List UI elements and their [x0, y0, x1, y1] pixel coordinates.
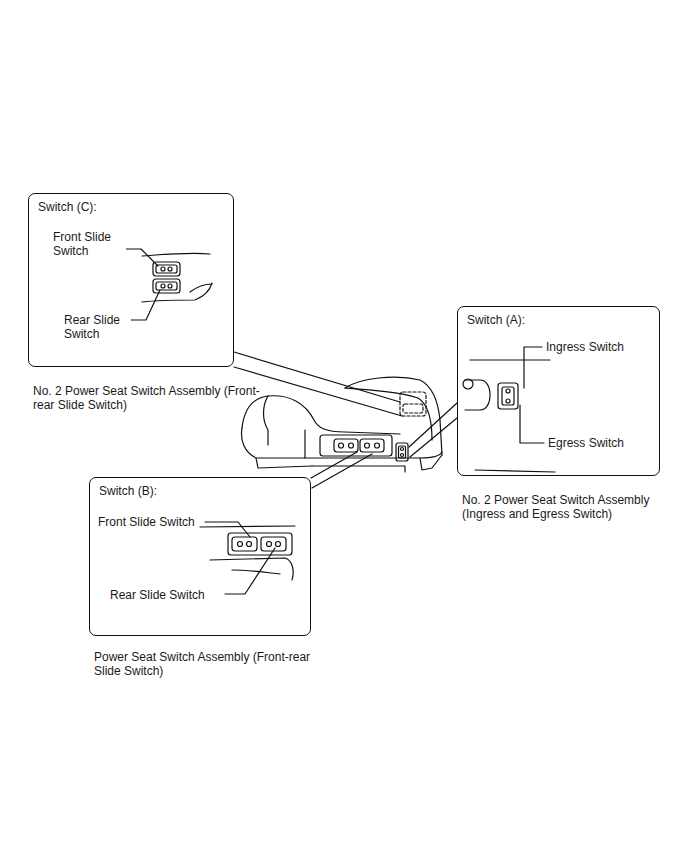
drawing-stroke	[232, 537, 257, 551]
drawing-stroke	[502, 387, 514, 405]
drawing-stroke	[232, 570, 280, 574]
drawing-stroke	[205, 522, 250, 537]
drawing-stroke	[360, 439, 384, 452]
drawing-stroke	[130, 290, 160, 320]
drawing-stroke	[498, 383, 518, 409]
drawing-stroke	[124, 249, 158, 266]
drawing-stroke	[420, 455, 442, 470]
drawing-stroke	[334, 439, 358, 452]
part-label: Rear Slide Switch	[63, 313, 131, 341]
drawing-stroke	[506, 399, 510, 403]
drawing-stroke	[365, 443, 370, 448]
drawing-stroke	[153, 262, 180, 276]
drawing-stroke	[142, 253, 210, 256]
drawing-stroke	[339, 443, 344, 448]
drawing-stroke	[520, 405, 544, 443]
assembly-caption: No. 2 Power Seat Switch Assembly (Ingres…	[462, 493, 688, 521]
drawing-stroke	[312, 454, 372, 488]
drawing-stroke	[276, 542, 281, 547]
drawing-stroke	[156, 282, 177, 290]
callout-box: Switch (B):Power Seat Switch Assembly (F…	[89, 477, 311, 636]
callout-box: Switch (C):No. 2 Power Seat Switch Assem…	[28, 193, 234, 367]
part-label: Front Slide Switch	[52, 230, 126, 258]
switch-heading: Switch (B):	[99, 484, 157, 498]
drawing-stroke	[304, 430, 305, 458]
drawing-stroke	[168, 267, 172, 271]
drawing-stroke	[168, 284, 172, 288]
drawing-stroke	[463, 379, 473, 389]
drawing-stroke	[410, 418, 457, 457]
part-label: Front Slide Switch	[97, 515, 196, 529]
drawing-stroke	[153, 279, 180, 293]
drawing-stroke	[190, 284, 212, 292]
drawing-stroke	[375, 443, 380, 448]
drawing-stroke	[228, 533, 292, 555]
switch-heading: Switch (C):	[38, 200, 97, 214]
drawing-stroke	[396, 443, 408, 461]
drawing-stroke	[238, 542, 243, 547]
drawing-stroke	[524, 347, 542, 388]
drawing-stroke	[242, 428, 312, 468]
drawing-stroke	[156, 265, 177, 273]
assembly-caption: No. 2 Power Seat Switch Assembly (Front-…	[33, 384, 263, 412]
drawing-stroke	[401, 454, 404, 457]
drawing-stroke	[401, 448, 404, 451]
part-label: Rear Slide Switch	[109, 588, 206, 602]
assembly-caption: Power Seat Switch Assembly (Front-rear S…	[94, 650, 314, 678]
drawing-stroke	[465, 380, 490, 410]
drawing-stroke	[506, 389, 510, 393]
drawing-stroke	[261, 537, 286, 551]
drawing-stroke	[264, 396, 269, 445]
drawing-stroke	[161, 267, 165, 271]
drawing-stroke	[225, 548, 275, 594]
drawing-stroke	[399, 446, 406, 458]
drawing-stroke	[311, 452, 357, 478]
seat-drawing	[124, 249, 555, 594]
part-label: Egress Switch	[547, 436, 625, 450]
drawing-stroke	[247, 542, 252, 547]
drawing-stroke	[161, 284, 165, 288]
drawing-stroke	[345, 377, 442, 455]
callout-box: Switch (A):No. 2 Power Seat Switch Assem…	[457, 306, 660, 476]
drawing-stroke	[200, 526, 295, 527]
drawing-stroke	[475, 470, 555, 472]
drawing-stroke	[470, 359, 550, 360]
drawing-stroke	[349, 443, 354, 448]
drawing-stroke	[210, 558, 293, 580]
drawing-stroke	[267, 542, 272, 547]
drawing-stroke	[409, 403, 457, 447]
part-label: Ingress Switch	[545, 340, 625, 354]
switch-heading: Switch (A):	[467, 313, 525, 327]
drawing-stroke	[403, 404, 423, 413]
drawing-stroke	[400, 392, 426, 416]
